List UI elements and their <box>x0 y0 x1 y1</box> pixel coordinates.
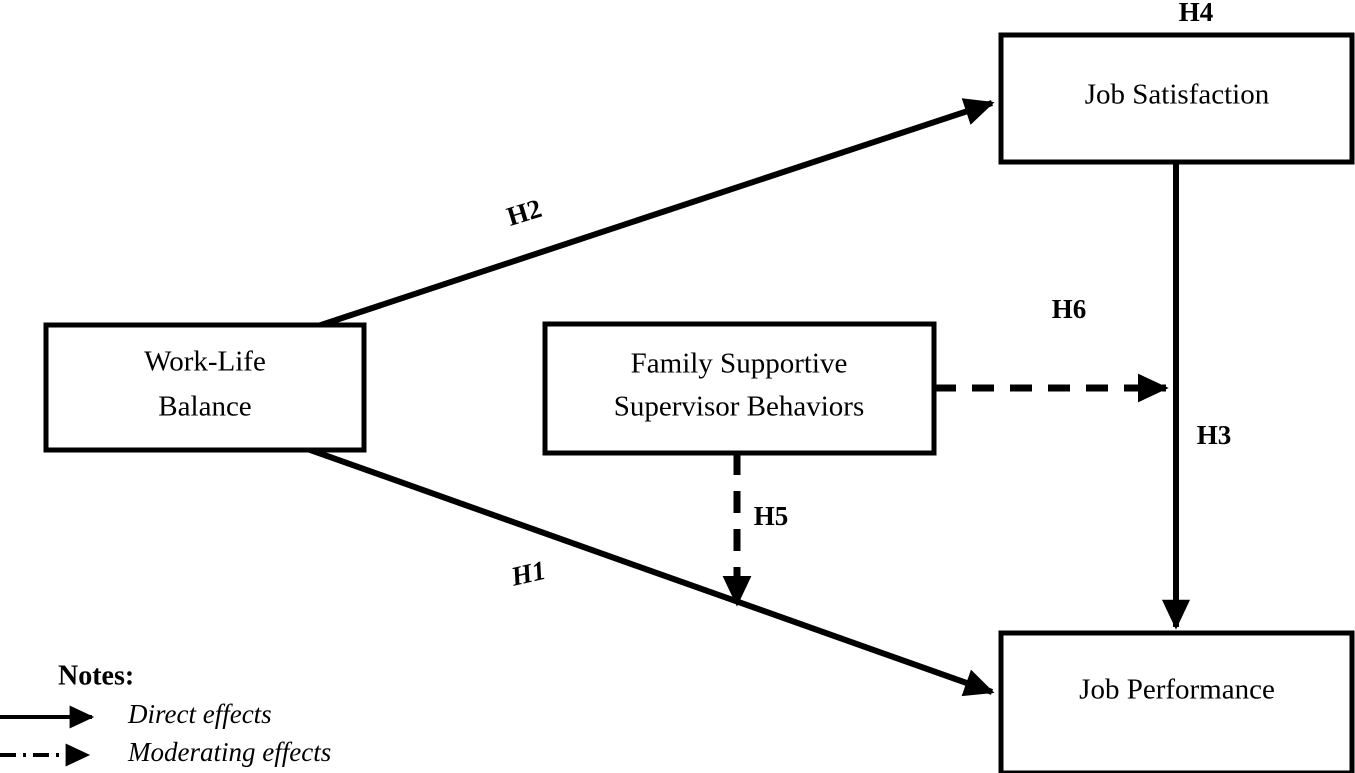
node-work-life-balance-label-line2: Balance <box>158 391 251 423</box>
node-job-satisfaction-rect <box>998 32 1355 165</box>
node-work-life-balance-rect <box>43 322 367 453</box>
edge-label-h6: H6 <box>1052 294 1087 324</box>
edge-label-h3: H3 <box>1197 420 1232 450</box>
edge-label-h2: H2 <box>503 193 545 232</box>
edge-label-h1: H1 <box>507 555 548 592</box>
node-job-satisfaction-label: Job Satisfaction <box>1085 79 1270 111</box>
legend-item-moderating-effects: Moderating effects <box>0 737 331 767</box>
node-job-performance[interactable]: Job Performance <box>998 630 1355 773</box>
node-family-supportive-supervisor-behaviors[interactable]: Family Supportive Supervisor Behaviors <box>542 321 937 456</box>
legend: Notes: Direct effects Moderating effects <box>0 660 331 767</box>
edge-h2-line <box>205 98 995 366</box>
node-job-performance-rect <box>998 630 1355 773</box>
edge-label-h5: H5 <box>754 501 789 531</box>
legend-label-moderating-effects: Moderating effects <box>127 737 331 767</box>
legend-label-direct-effects: Direct effects <box>127 699 272 729</box>
node-work-life-balance-label-line1: Work-Life <box>144 346 266 378</box>
legend-title: Notes: <box>58 660 134 691</box>
legend-item-direct-effects: Direct effects <box>0 699 272 729</box>
node-fssb-label-line2: Supervisor Behaviors <box>614 391 865 423</box>
node-fssb-label-line1: Family Supportive <box>631 348 848 380</box>
node-job-performance-label: Job Performance <box>1079 674 1275 706</box>
node-family-supportive-supervisor-behaviors-rect <box>542 321 937 456</box>
node-job-satisfaction[interactable]: Job Satisfaction <box>998 32 1355 165</box>
node-work-life-balance[interactable]: Work-Life Balance <box>43 322 367 453</box>
edge-h1-line <box>204 410 995 697</box>
edge-label-h4: H4 <box>1179 0 1214 27</box>
